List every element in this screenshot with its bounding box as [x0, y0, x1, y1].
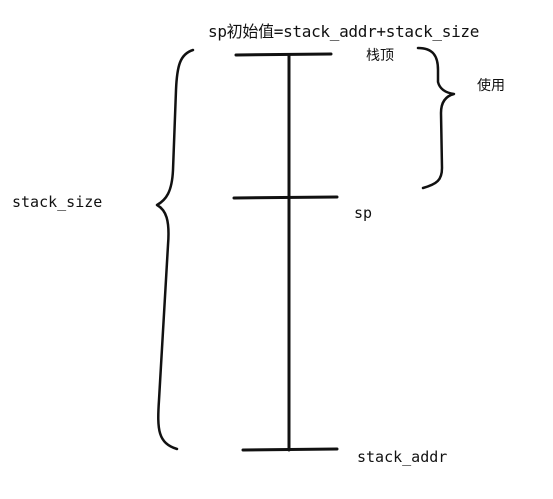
stack-addr-label: stack_addr	[357, 448, 448, 466]
used-brace	[416, 46, 456, 190]
stack-top-label: 栈顶	[366, 48, 394, 64]
stack-size-brace	[155, 48, 195, 451]
sp-line	[232, 195, 339, 200]
sp-label: sp	[354, 204, 373, 222]
stack-bottom-line	[241, 447, 339, 452]
used-label: 使用	[477, 78, 505, 94]
stack-top-line	[234, 52, 333, 57]
stack-size-label: stack_size	[12, 193, 103, 211]
sp-initial-value-label: sp初始值=stack_addr+stack_size	[208, 22, 480, 41]
